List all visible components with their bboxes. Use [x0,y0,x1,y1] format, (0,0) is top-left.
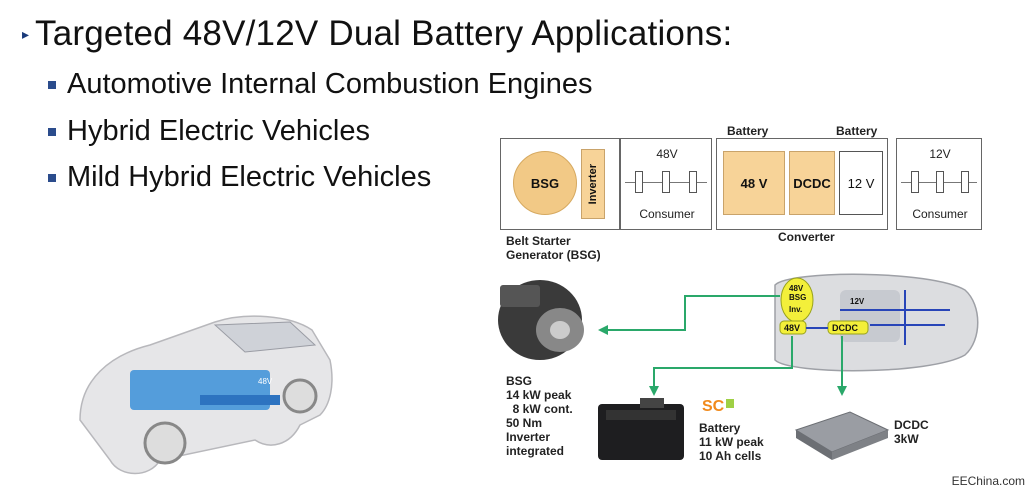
resistor-icon [662,171,670,193]
dcdc-module-image [794,411,890,460]
bsg-caption: Generator (BSG) [506,248,601,262]
source-credit: EEChina.com [951,474,1025,488]
slide-heading: ▸ Targeted 48V/12V Dual Battery Applicat… [22,14,732,54]
triangle-bullet-icon: ▸ [22,25,30,42]
bsg-specs: BSG 14 kW peak 8 kW cont. 50 Nm Inverter… [506,374,573,458]
dcdc-specs: DCDC 3kW [894,418,929,446]
battery-label: Battery [836,124,878,138]
voltage-label: 48V [656,147,678,161]
consumer-48v-box: 48V Consumer [620,138,712,230]
bsg-machine-image [498,280,584,360]
square-bullet-icon [48,80,56,89]
converter-box: 48 V DCDC 12 V [716,138,888,230]
battery-48v-label: 48 V [740,175,768,191]
car-tag-48v: 48V [789,284,804,293]
resistor-icon [911,171,919,193]
car-48v-label: 48V [258,377,273,386]
inverter-box: Inverter [581,149,605,219]
bullet-item: Hybrid Electric Vehicles [48,115,370,148]
bsg-caption: Belt Starter [506,234,571,248]
car-tag-48v-battery: 48V [784,323,800,333]
car-tag-inv: Inv. [789,305,802,314]
battery-48v-box: 48 V [723,151,785,215]
consumer-label: Consumer [639,207,695,221]
battery-label: Battery [727,124,769,138]
resistor-icon [961,171,969,193]
dcdc-box: DCDC [789,151,835,215]
bullet-item: Mild Hybrid Electric Vehicles [48,161,431,194]
resistor-icon [635,171,643,193]
battery-12v-label: 12 V [847,175,875,191]
dcdc-label: DCDC [793,175,831,191]
car-tag-bsg: BSG [789,293,806,302]
car-tag-dcdc: DCDC [832,323,858,333]
bullet-text: Mild Hybrid Electric Vehicles [67,161,432,193]
heading-text: Targeted 48V/12V Dual Battery Applicatio… [35,14,733,53]
bullet-text: Automotive Internal Combustion Engines [67,68,593,100]
bsg-motor-circle: BSG [513,151,577,215]
voltage-label: 12V [929,147,951,161]
connection-arrows [602,295,843,390]
resistor-icon [936,171,944,193]
battery-specs: Battery 11 kW peak 10 Ah cells [699,421,764,463]
topdown-car-illustration: 48V BSG Inv. 48V DCDC 12V [774,273,979,372]
bsg-label: BSG [530,175,560,191]
square-bullet-icon [48,127,56,136]
sc-logo-text: SC [702,398,725,415]
battery-module-image [598,398,684,460]
battery-12v-box: 12 V [839,151,883,215]
arrowheads [598,325,847,396]
square-bullet-icon [48,173,56,182]
bullet-item: Automotive Internal Combustion Engines [48,68,593,101]
bullet-text: Hybrid Electric Vehicles [67,115,370,147]
car-illustration: 48V [79,315,333,475]
consumer-12v-box: 12V Consumer [896,138,982,230]
converter-caption: Converter [778,230,835,244]
sc-logo: SC [702,398,734,415]
bsg-box: BSG Inverter [500,138,620,230]
consumer-label: Consumer [912,207,968,221]
resistor-icon [689,171,697,193]
car-tag-12v: 12V [850,297,865,306]
